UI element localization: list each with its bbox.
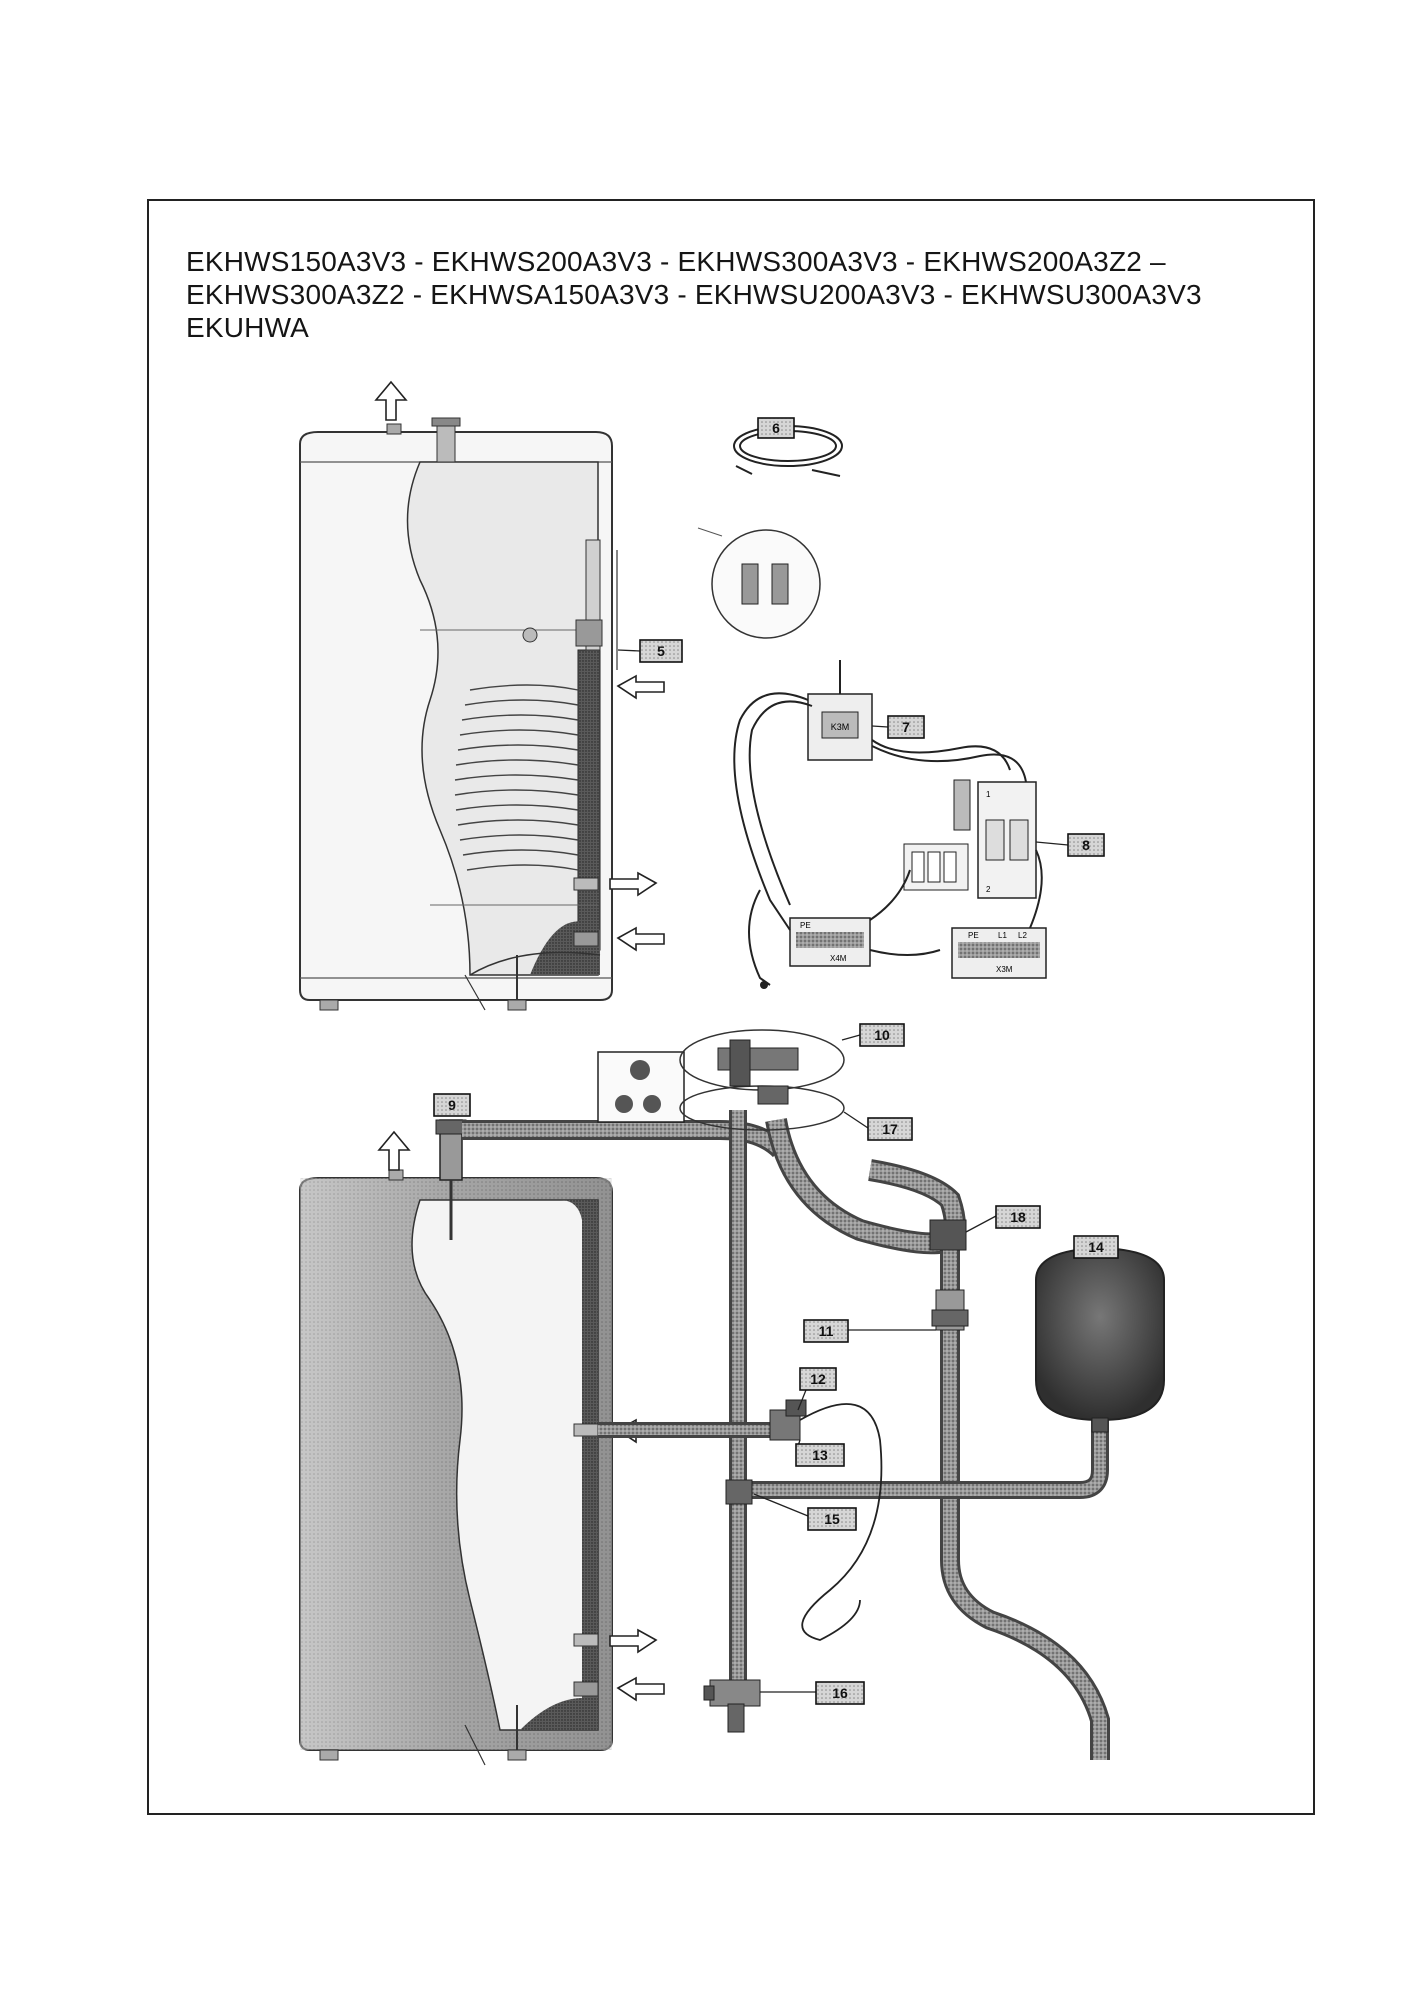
callout-box bbox=[867, 1117, 913, 1141]
callout-leader-line bbox=[965, 1215, 997, 1233]
x3m-pe-label: PE bbox=[968, 931, 979, 940]
piping bbox=[462, 1110, 1110, 1760]
expansion-vessel bbox=[1035, 1235, 1165, 1433]
callout-14: 14 bbox=[1073, 1235, 1119, 1259]
callout-number: 18 bbox=[1010, 1209, 1026, 1225]
upper-tank bbox=[299, 380, 665, 1011]
callout-12: 12 bbox=[797, 1367, 837, 1411]
x3m-label: X3M bbox=[996, 965, 1013, 974]
callout-number: 7 bbox=[902, 719, 910, 735]
callout-leader-line bbox=[753, 1493, 809, 1517]
callout-5: 5 bbox=[617, 639, 683, 663]
callout-16: 16 bbox=[760, 1681, 865, 1705]
temperature-sensor-valve bbox=[769, 1399, 807, 1441]
callout-leader-line bbox=[1035, 841, 1069, 846]
outlet-up-arrow-icon-lower bbox=[377, 1130, 411, 1171]
callout-8: 8 bbox=[1035, 833, 1105, 857]
callout-17: 17 bbox=[843, 1111, 913, 1141]
callout-box bbox=[795, 1443, 845, 1467]
callout-number: 8 bbox=[1082, 837, 1090, 853]
tee-fitting bbox=[725, 1479, 753, 1505]
callout-11: 11 bbox=[803, 1319, 936, 1343]
inlet-left-arrow-icon bbox=[616, 674, 665, 700]
callout-box bbox=[1073, 1235, 1119, 1259]
callout-leader-line bbox=[617, 649, 641, 652]
callout-18: 18 bbox=[965, 1205, 1041, 1233]
callout-box bbox=[887, 715, 925, 739]
callout-box bbox=[433, 1093, 471, 1117]
callout-6: 6 bbox=[757, 417, 795, 439]
callout-number: 17 bbox=[882, 1121, 898, 1137]
callout-number: 6 bbox=[772, 420, 780, 436]
callout-number: 11 bbox=[819, 1323, 834, 1339]
callout-box bbox=[803, 1319, 849, 1343]
callout-box bbox=[815, 1681, 865, 1705]
callout-box bbox=[995, 1205, 1041, 1229]
callout-number: 12 bbox=[810, 1371, 826, 1387]
outlet-up-arrow-icon bbox=[374, 380, 408, 421]
x3m-l1-label: L1 bbox=[998, 931, 1007, 940]
callout-number: 9 bbox=[448, 1097, 456, 1113]
callout-box bbox=[757, 417, 795, 439]
title-line-1: EKHWS150A3V3 - EKHWS200A3V3 - EKHWS300A3… bbox=[186, 246, 1166, 277]
callout-box bbox=[1067, 833, 1105, 857]
outlet-right-arrow-icon-lower bbox=[609, 1628, 658, 1654]
callout-7: 7 bbox=[871, 715, 925, 739]
inlet-left-arrow-icon-lower-2 bbox=[616, 1676, 665, 1702]
callout-9: 9 bbox=[433, 1093, 471, 1117]
x3m-l2-label: L2 bbox=[1018, 931, 1027, 940]
x4m-pe-label: PE bbox=[800, 921, 811, 930]
callout-box bbox=[807, 1507, 857, 1531]
lower-tank bbox=[299, 1119, 665, 1766]
callout-box bbox=[799, 1367, 837, 1391]
callout-box bbox=[859, 1023, 905, 1047]
callout-leader-line bbox=[843, 1111, 869, 1129]
callout-13: 13 bbox=[795, 1439, 845, 1467]
callout-15: 15 bbox=[753, 1493, 857, 1531]
wiring-section: K3M 1 2 PE X4M PE L1 L2 X3M bbox=[733, 660, 1047, 989]
mixing-valve bbox=[597, 1029, 845, 1131]
callout-number: 13 bbox=[812, 1447, 828, 1463]
callout-number: 14 bbox=[1088, 1239, 1104, 1255]
callout-leader-line bbox=[871, 725, 889, 728]
check-valve bbox=[929, 1219, 969, 1331]
title-line-2: EKHWS300A3Z2 - EKHWSA150A3V3 - EKHWSU200… bbox=[186, 279, 1202, 310]
callout-leader-line bbox=[841, 1034, 861, 1041]
callout-10: 10 bbox=[841, 1023, 905, 1047]
callout-leader-line bbox=[797, 1389, 807, 1411]
x4m-label: X4M bbox=[830, 954, 847, 963]
callout-number: 5 bbox=[657, 643, 665, 659]
outlet-right-arrow-icon bbox=[609, 871, 658, 897]
callout-number: 15 bbox=[824, 1511, 840, 1527]
thermostat-detail bbox=[697, 527, 821, 639]
drain-valve bbox=[703, 1679, 761, 1733]
callout-box bbox=[639, 639, 683, 663]
heat-exchanger-coil bbox=[454, 684, 579, 871]
inlet-left-arrow-icon-2 bbox=[616, 926, 665, 952]
callout-number: 16 bbox=[832, 1685, 848, 1701]
callout-number: 10 bbox=[874, 1027, 890, 1043]
breaker-terminal-2: 2 bbox=[986, 885, 991, 894]
contactor-label: K3M bbox=[831, 722, 850, 732]
title-line-3: EKUHWA bbox=[186, 312, 310, 343]
breaker-terminal-1: 1 bbox=[986, 790, 991, 799]
drawing-frame bbox=[147, 199, 1315, 1815]
